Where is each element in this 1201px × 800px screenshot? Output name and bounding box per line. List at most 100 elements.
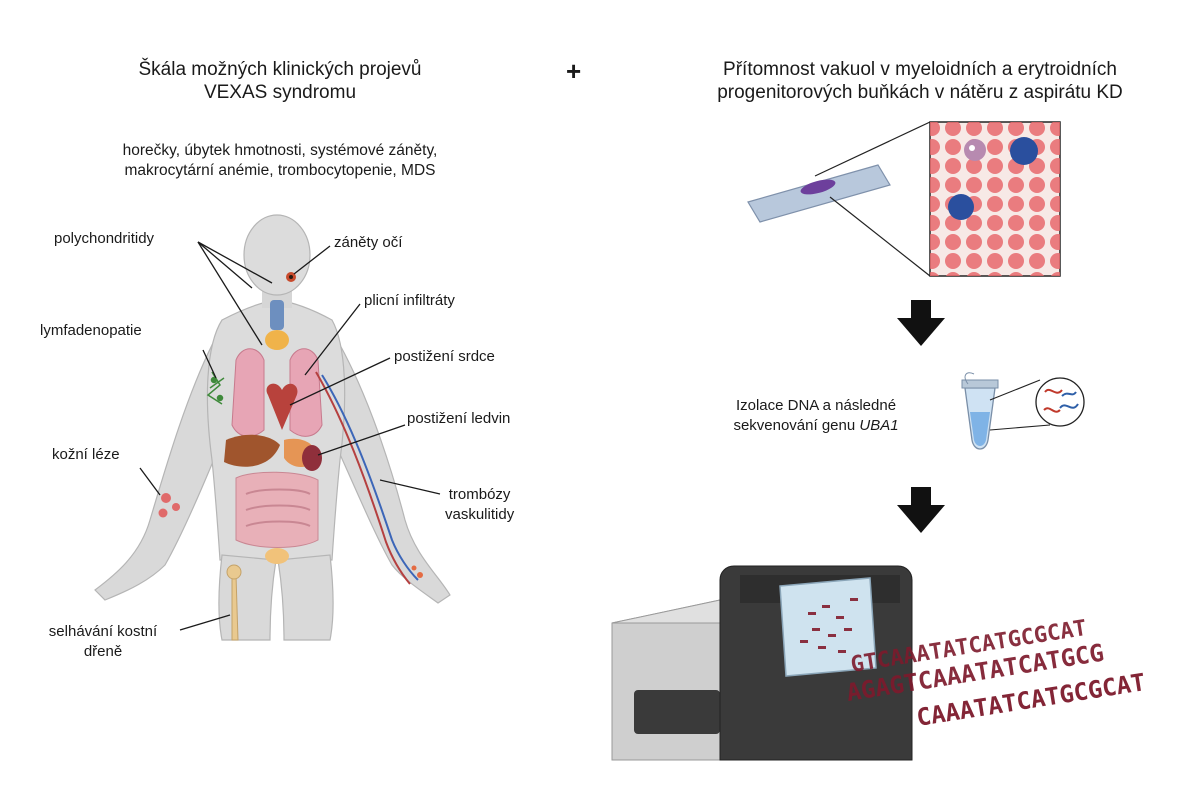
right-title-line-2: progenitorových buňkách v nátěru z aspir… — [717, 82, 1123, 104]
dna-isolation-line-1: Izolace DNA a následné — [735, 397, 897, 414]
right-title-line-1: Přítomnost vakuol v myeloidních a erytro… — [723, 59, 1117, 80]
symptoms-line-1: horečky, úbytek hmotnosti, systémové zán… — [122, 142, 438, 159]
left-arm — [94, 343, 233, 601]
red-blood-cell — [1008, 196, 1024, 212]
dna-isolation-text: Izolace DNA a následné sekvenování genu … — [686, 396, 946, 437]
label-plicni-infiltraty: plicní infiltráty — [364, 292, 455, 309]
leader-trombozy — [379, 479, 441, 495]
left-lung — [231, 348, 265, 437]
red-blood-cell — [1008, 253, 1024, 269]
symptoms-text: horečky, úbytek hmotnosti, systémové zán… — [60, 141, 500, 181]
red-blood-cell — [1030, 272, 1044, 276]
left-title-line-1: Škála možných klinických projevů — [138, 59, 422, 80]
red-blood-cell — [987, 253, 1003, 269]
vacuolated-cell — [964, 139, 986, 161]
red-blood-cell — [1029, 253, 1045, 269]
red-blood-cell — [945, 158, 961, 174]
vacuole — [969, 145, 975, 151]
machine-screen — [779, 577, 877, 677]
red-blood-cell — [1050, 215, 1060, 231]
label-kozni-leze: kožní léze — [52, 446, 120, 463]
label-lymfadenopatie: lymfadenopatie — [40, 322, 142, 339]
red-blood-cell — [930, 139, 940, 155]
dna-isolation-line-2: sekvenování genu UBA1 — [686, 416, 946, 436]
red-blood-cell — [987, 158, 1003, 174]
red-blood-cell — [1050, 139, 1060, 155]
smear-drop — [800, 179, 836, 195]
red-blood-cell — [1029, 196, 1045, 212]
red-blood-cells — [930, 122, 1060, 276]
red-blood-cell — [1008, 122, 1024, 136]
red-blood-cell — [987, 122, 1003, 136]
red-blood-cell — [930, 272, 939, 276]
red-blood-cell — [930, 234, 940, 250]
liver — [224, 434, 280, 467]
blast-cell-1 — [1010, 137, 1038, 165]
heart — [266, 383, 298, 430]
red-blood-cell — [987, 177, 1003, 193]
red-blood-cell — [966, 234, 982, 250]
blast-cell-2 — [948, 194, 974, 220]
red-blood-cell — [988, 272, 1002, 276]
intestine-loops — [245, 488, 311, 527]
label-selhavani-line-1: selhávání kostní — [48, 623, 158, 640]
left-title: Škála možných klinických projevů VEXAS s… — [60, 58, 500, 104]
leader-postizeni-srdce — [289, 357, 391, 406]
red-blood-cell — [966, 215, 982, 231]
leader-kozni-leze — [139, 467, 161, 496]
microscope-slide — [747, 164, 891, 223]
red-blood-cell — [930, 122, 940, 136]
left-title-line-2: VEXAS syndromu — [203, 82, 357, 104]
leader-polychondritidy-ear — [197, 241, 273, 284]
red-blood-cell — [1008, 234, 1024, 250]
red-blood-cell — [987, 196, 1003, 212]
symptoms-line-2: makrocytární anémie, trombocytopenie, MD… — [124, 162, 436, 180]
head — [243, 214, 311, 296]
red-blood-cell — [930, 177, 940, 193]
machine-slot — [634, 690, 720, 734]
blast-cells — [948, 137, 1038, 220]
gene-name: UBA1 — [859, 417, 899, 435]
leader-postizeni-ledvin — [317, 424, 406, 456]
machine-side — [611, 599, 721, 761]
leader-zanety-oci — [293, 245, 331, 275]
red-blood-cell — [930, 215, 940, 231]
red-blood-cell — [1050, 234, 1060, 250]
right-lung — [289, 348, 323, 437]
label-selhavani-line-2: dřeně — [83, 643, 123, 661]
dna-isolation-line-2-prefix: sekvenování genu — [733, 417, 860, 435]
right-leg — [277, 554, 334, 641]
red-blood-cell — [967, 272, 981, 276]
label-vaskulitidy: vaskulitidy — [445, 506, 515, 524]
label-polychondritidy: polychondritidy — [54, 230, 155, 247]
trachea — [270, 300, 284, 330]
leader-polychondritidy-trachea — [197, 241, 263, 346]
leader-polychondritidy-nose — [197, 241, 253, 289]
red-blood-cell — [1029, 177, 1045, 193]
red-blood-cell — [930, 196, 940, 212]
down-arrow-1 — [897, 300, 945, 346]
red-blood-cell — [966, 177, 982, 193]
red-blood-cell — [966, 158, 982, 174]
red-blood-cell — [1051, 272, 1060, 276]
dna-tube — [961, 372, 999, 450]
red-blood-cell — [1008, 215, 1024, 231]
leader-lines — [139, 241, 441, 631]
red-blood-cell — [930, 253, 940, 269]
right-title: Přítomnost vakuol v myeloidních a erytro… — [660, 58, 1180, 104]
left-leg — [218, 554, 277, 641]
red-blood-cell — [966, 122, 982, 136]
red-blood-cell — [1050, 122, 1060, 136]
label-zanety-oci: záněty očí — [334, 234, 403, 251]
red-blood-cell — [987, 139, 1003, 155]
down-arrow-2 — [897, 487, 945, 533]
right-arm — [321, 343, 451, 604]
red-blood-cell — [1029, 158, 1045, 174]
label-trombozy-vaskulitidy: trombózy vaskulitidy — [445, 485, 514, 526]
red-blood-cell — [1029, 234, 1045, 250]
red-blood-cell — [930, 158, 940, 174]
red-blood-cell — [1050, 177, 1060, 193]
leader-lymfadenopatie — [202, 349, 217, 379]
thyroid — [265, 330, 289, 350]
